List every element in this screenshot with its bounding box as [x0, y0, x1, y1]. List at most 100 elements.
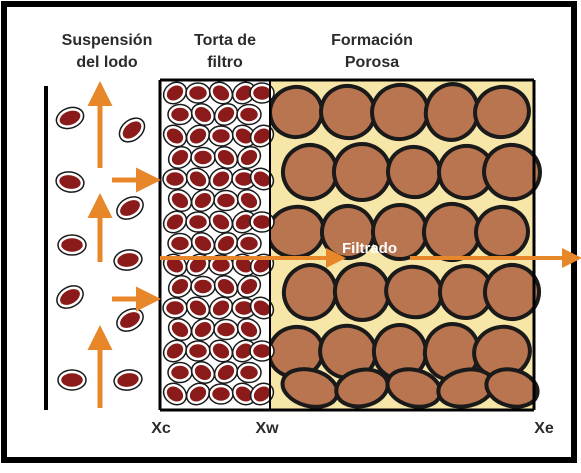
formation-grain	[484, 367, 540, 409]
cake-mud-particle	[186, 341, 210, 361]
suspension-mud-particle	[57, 286, 83, 308]
cake-mud-particle	[164, 384, 186, 404]
cake-mud-particle	[210, 341, 232, 361]
suspension-particle-outline	[116, 196, 144, 220]
suspension-particle-outline	[113, 369, 143, 391]
cake-particle-outline	[249, 124, 275, 148]
cake-particle-outline	[208, 339, 234, 363]
cake-mud-particle	[210, 212, 232, 232]
cake-particle-outline	[249, 296, 275, 320]
cake-mud-particle	[209, 384, 233, 404]
label-suspension-line2: del lodo	[76, 54, 138, 71]
cake-mud-particle	[214, 320, 238, 339]
cake-mud-particle	[250, 212, 274, 232]
cake-particle-outline	[167, 318, 193, 341]
cake-particle-outline	[185, 124, 211, 148]
cake-mud-particle	[163, 169, 187, 189]
cake-mud-particle	[168, 234, 192, 253]
cake-mud-particle	[209, 126, 233, 146]
cake-mud-particle	[237, 363, 261, 382]
cake-mud-particle	[191, 148, 215, 167]
cake-particle-outline	[249, 211, 275, 233]
cake-particle-outline	[190, 189, 216, 212]
label-formation-line1: Formación	[331, 32, 413, 49]
cake-mud-particle	[187, 298, 209, 318]
cake-mud-particle	[238, 190, 260, 211]
cake-particle-outline	[162, 339, 188, 363]
cake-particle-outline	[190, 103, 216, 126]
cake-mud-particle	[164, 83, 186, 103]
suspension-mud-particle	[114, 370, 142, 390]
cake-mud-particle	[215, 104, 237, 125]
cake-particle-outline	[208, 296, 234, 320]
cake-mud-particle	[238, 147, 260, 168]
cake-mud-particle	[237, 105, 261, 124]
formation-grain	[483, 263, 541, 321]
suspension-mud-particle	[57, 108, 83, 128]
cake-particle-outline	[249, 340, 275, 362]
suspension-particle-outline	[56, 285, 84, 309]
cake-mud-particle	[210, 298, 232, 318]
cake-mud-particle	[164, 341, 186, 361]
cake-mud-particle	[214, 191, 238, 210]
suspension-mud-particle	[56, 172, 84, 192]
formation-grains	[266, 82, 542, 409]
cake-mud-particle	[163, 298, 187, 318]
cake-mud-particle	[215, 276, 237, 297]
cake-mud-particle	[168, 105, 192, 124]
cake-particle-outline	[213, 232, 239, 255]
formation-grain	[482, 142, 542, 202]
formation-grain	[473, 84, 531, 140]
cake-particle-outline	[208, 210, 234, 234]
cake-mud-particle	[169, 147, 191, 168]
cake-mud-particle	[238, 319, 260, 340]
cake-mud-particle	[192, 104, 214, 125]
cake-mud-particle	[215, 147, 237, 168]
cake-particle-outline	[185, 296, 211, 320]
cake-mud-particle	[186, 83, 210, 103]
suspension-particle-outline	[55, 106, 85, 130]
cake-mud-particle	[210, 169, 232, 189]
filter-cake-particles	[162, 81, 275, 406]
cake-particle-outline	[162, 210, 188, 234]
cake-mud-particle	[187, 384, 209, 404]
label-xc: Xc	[151, 420, 171, 437]
label-xw: Xw	[255, 420, 279, 437]
cake-particle-outline	[213, 275, 239, 298]
label-cake-line2: filtro	[207, 54, 243, 71]
cake-mud-particle	[168, 363, 192, 382]
cake-particle-outline	[236, 146, 262, 169]
cake-particle-outline	[213, 361, 239, 384]
cake-particle-outline	[162, 81, 188, 105]
cake-mud-particle	[215, 362, 237, 383]
suspension-particles	[55, 106, 146, 391]
cake-mud-particle	[215, 233, 237, 254]
cake-mud-particle	[186, 212, 210, 232]
cake-mud-particle	[187, 169, 209, 189]
suspension-mud-particle	[58, 370, 86, 390]
label-cake-line1: Torta de	[194, 32, 256, 49]
cake-particle-outline	[213, 103, 239, 126]
cake-particle-outline	[208, 167, 234, 191]
suspension-mud-particle	[120, 118, 144, 142]
cake-particle-outline	[213, 146, 239, 169]
suspension-particle-outline	[57, 369, 87, 391]
outer-frame	[1, 1, 577, 463]
suspension-particle-outline	[118, 117, 146, 143]
cake-mud-particle	[169, 276, 191, 297]
cake-particle-outline	[185, 167, 211, 191]
label-suspension-line1: Suspensión	[61, 32, 153, 49]
suspension-particle-outline	[116, 308, 144, 332]
suspension-mud-particle	[114, 250, 142, 270]
cake-particle-outline	[162, 382, 188, 406]
cake-particle-outline	[249, 167, 275, 191]
cake-particle-outline	[249, 382, 275, 406]
cake-particle-outline	[236, 361, 262, 384]
cake-mud-particle	[210, 83, 232, 103]
cake-particle-outline	[236, 318, 262, 341]
cake-mud-particle	[169, 319, 191, 340]
cake-particle-outline	[167, 189, 193, 212]
label-xe: Xe	[534, 420, 554, 437]
